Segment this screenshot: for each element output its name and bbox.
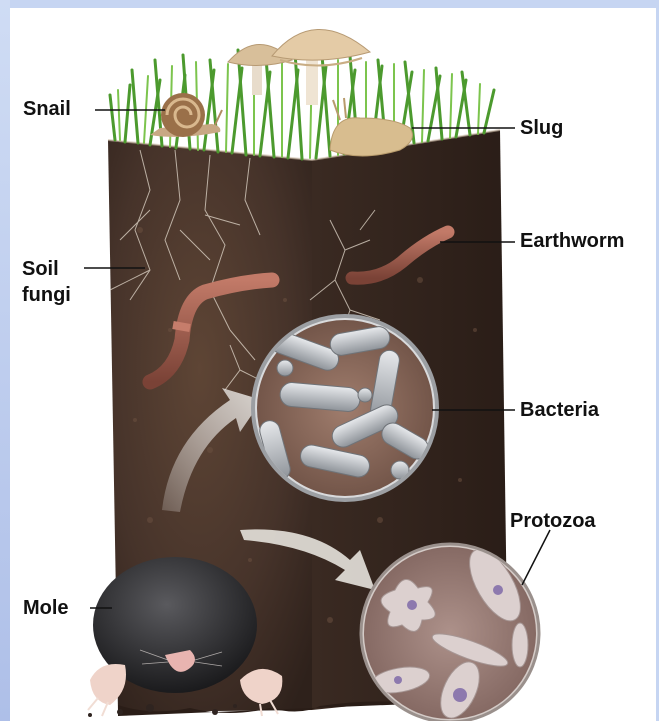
bacteria-label: Bacteria bbox=[520, 399, 599, 421]
soil-fungi-label-line2: fungi bbox=[22, 284, 71, 306]
mole-label: Mole bbox=[23, 597, 69, 619]
earthworm-label: Earthworm bbox=[520, 230, 624, 252]
bacteria-magnifier bbox=[253, 316, 437, 500]
slug-icon bbox=[330, 98, 412, 156]
protozoa-label: Protozoa bbox=[510, 510, 596, 532]
snail-label: Snail bbox=[23, 98, 71, 120]
slug-label: Slug bbox=[520, 117, 563, 139]
protozoa-leader bbox=[522, 530, 550, 585]
protozoa-magnifier bbox=[361, 541, 539, 721]
soil-fungi-label-line1: Soil bbox=[22, 258, 59, 280]
